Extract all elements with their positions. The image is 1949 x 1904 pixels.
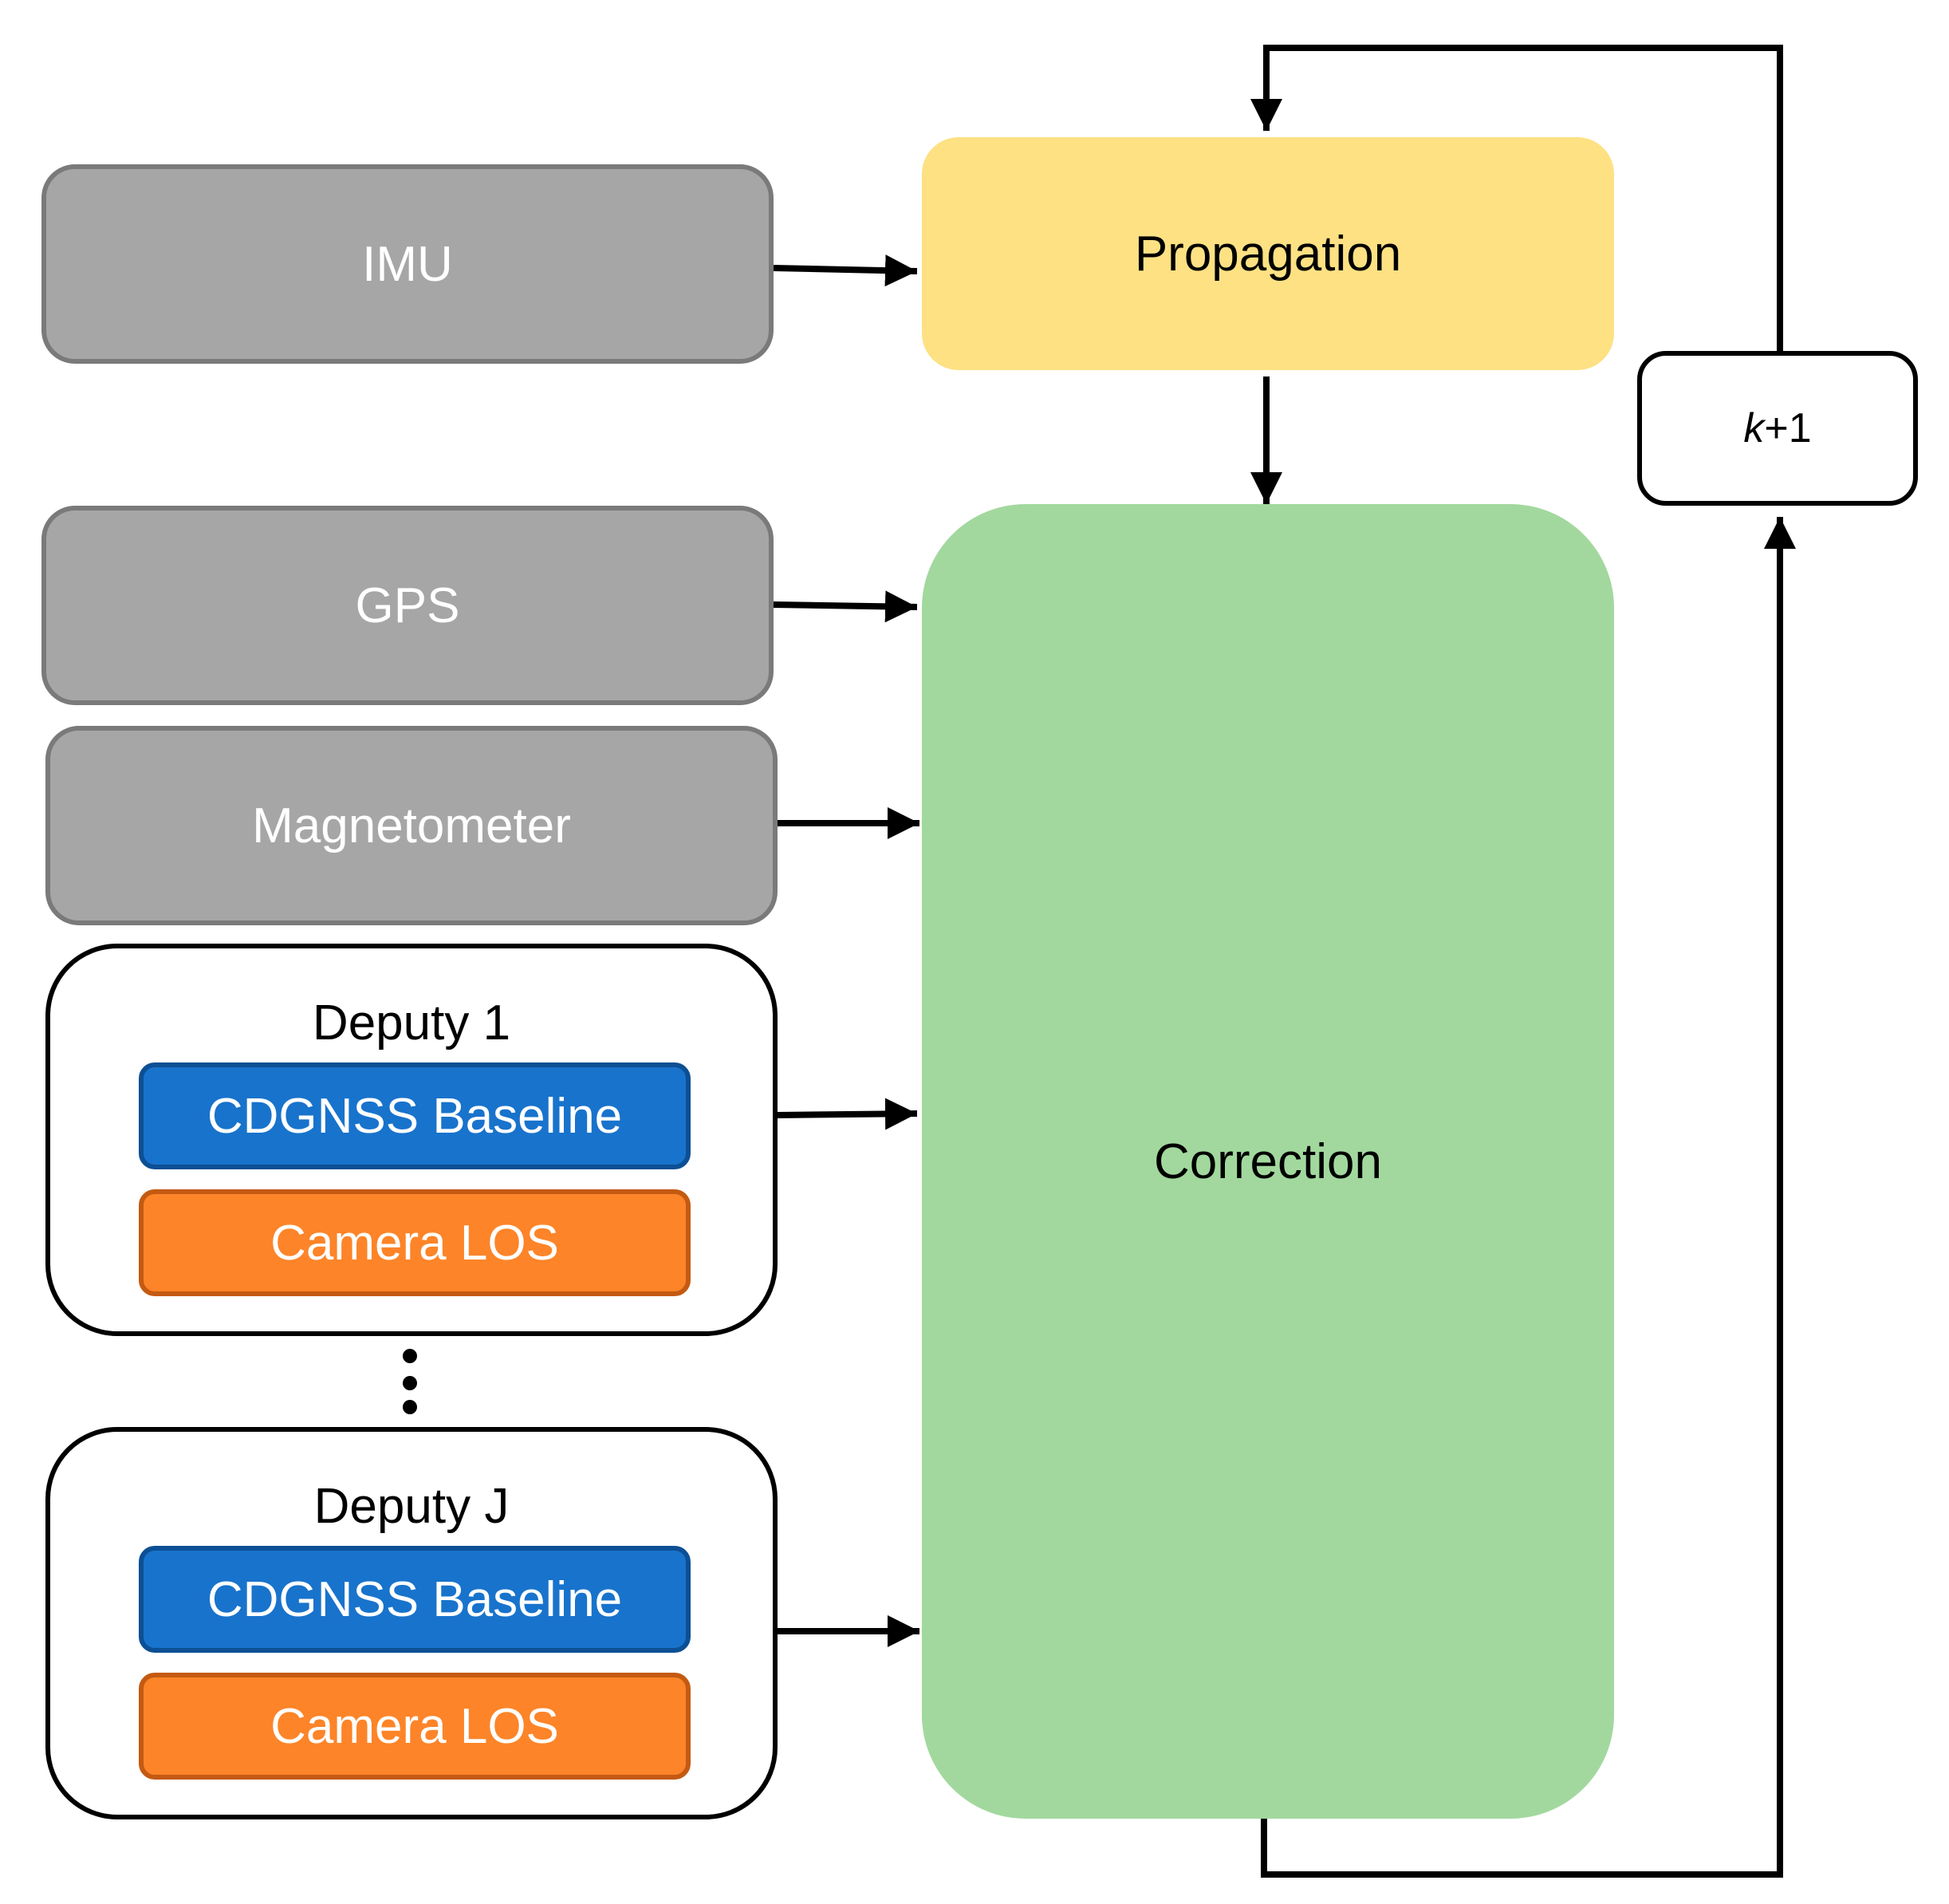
deputy-1-camera-los: Camera LOS (139, 1189, 691, 1296)
deputy-j-cdgnss-baseline: CDGNSS Baseline (139, 1546, 691, 1653)
plus-one: +1 (1764, 405, 1812, 451)
deputy-1-group: Deputy 1 CDGNSS Baseline Camera LOS (45, 944, 778, 1336)
correction-label: Correction (1154, 1133, 1382, 1189)
magnetometer-label: Magnetometer (252, 798, 571, 853)
deputy-j-group: Deputy J CDGNSS Baseline Camera LOS (45, 1427, 778, 1819)
deputy-1-cdgnss-baseline: CDGNSS Baseline (139, 1062, 691, 1169)
deputy-1-baseline-label: CDGNSS Baseline (207, 1088, 623, 1144)
k-plus-one-box: k+1 (1637, 351, 1918, 506)
gps-box: GPS (41, 506, 774, 705)
correction-to-k-loop-arrow (1261, 517, 1796, 1878)
k-to-propagation-loop-arrow (1250, 45, 1783, 351)
deputy-1-camera-label: Camera LOS (270, 1215, 559, 1271)
k-plus-one-label: k+1 (1743, 404, 1811, 452)
correction-box: Correction (922, 504, 1614, 1819)
imu-box: IMU (41, 164, 774, 364)
deputy-1-title: Deputy 1 (312, 995, 511, 1051)
ellipsis-dots (403, 1349, 417, 1414)
magnetometer-box: Magnetometer (45, 726, 778, 925)
imu-to-propagation-arrow (773, 254, 918, 287)
imu-label: IMU (362, 236, 453, 292)
propagation-box: Propagation (922, 137, 1614, 370)
deputy-1-to-correction-arrow (777, 1098, 918, 1130)
deputy-j-camera-label: Camera LOS (270, 1698, 559, 1754)
propagation-label: Propagation (1134, 226, 1402, 282)
deputy-j-title: Deputy J (313, 1479, 510, 1534)
deputy-j-baseline-label: CDGNSS Baseline (207, 1571, 623, 1627)
gps-to-correction-arrow (773, 590, 918, 623)
gps-label: GPS (355, 578, 460, 633)
k-symbol: k (1743, 405, 1765, 451)
deputy-j-camera-los: Camera LOS (139, 1673, 691, 1780)
